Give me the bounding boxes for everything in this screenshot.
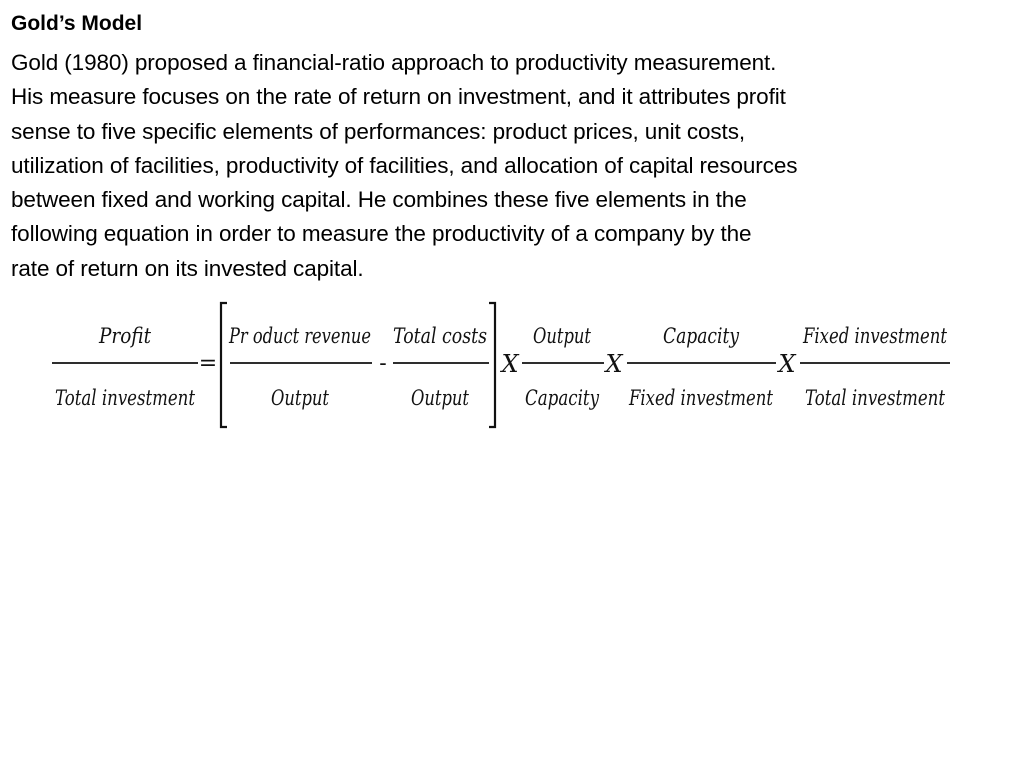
right-bracket	[489, 301, 497, 429]
term1-denominator: Output	[271, 386, 329, 410]
factor2-numerator: Capacity	[663, 324, 740, 348]
paragraph-line: rate of return on its invested capital.	[11, 255, 364, 281]
term1-numerator: Pr oduct revenue	[228, 324, 371, 348]
multiply-sign: X	[776, 350, 796, 378]
slide-heading: Gold’s Model	[11, 12, 143, 35]
left-bracket	[219, 301, 227, 429]
factor1-numerator: Output	[533, 324, 591, 348]
paragraph-line: His measure focuses on the rate of retur…	[11, 84, 786, 110]
term2-numerator: Total costs	[393, 324, 487, 348]
body-paragraph: Gold (1980) proposed a financial-ratio a…	[11, 46, 1021, 286]
equals-sign: =	[199, 351, 217, 376]
factor2-denominator: Fixed investment	[628, 386, 773, 410]
minus-sign: -	[379, 351, 386, 376]
paragraph-line: Gold (1980) proposed a financial-ratio a…	[11, 50, 777, 75]
multiply-sign: X	[499, 350, 519, 378]
paragraph-line: utilization of facilities, productivity …	[11, 152, 798, 178]
paragraph-line: between fixed and working capital. He co…	[11, 187, 747, 213]
paragraph-line: following equation in order to measure t…	[11, 221, 752, 247]
factor1-denominator: Capacity	[525, 386, 600, 410]
lhs-numerator: Profit	[98, 324, 151, 348]
lhs-denominator: Total investment	[55, 386, 195, 410]
term2-denominator: Output	[411, 386, 469, 410]
equation-svg: Profit Total investment = Pr oduct reven…	[52, 301, 950, 429]
multiply-sign: X	[603, 350, 623, 378]
factor3-numerator: Fixed investment	[802, 324, 947, 348]
factor3-denominator: Total investment	[805, 386, 945, 410]
paragraph-line: sense to five specific elements of perfo…	[11, 118, 745, 144]
productivity-equation: Profit Total investment = Pr oduct reven…	[0, 290, 1024, 440]
